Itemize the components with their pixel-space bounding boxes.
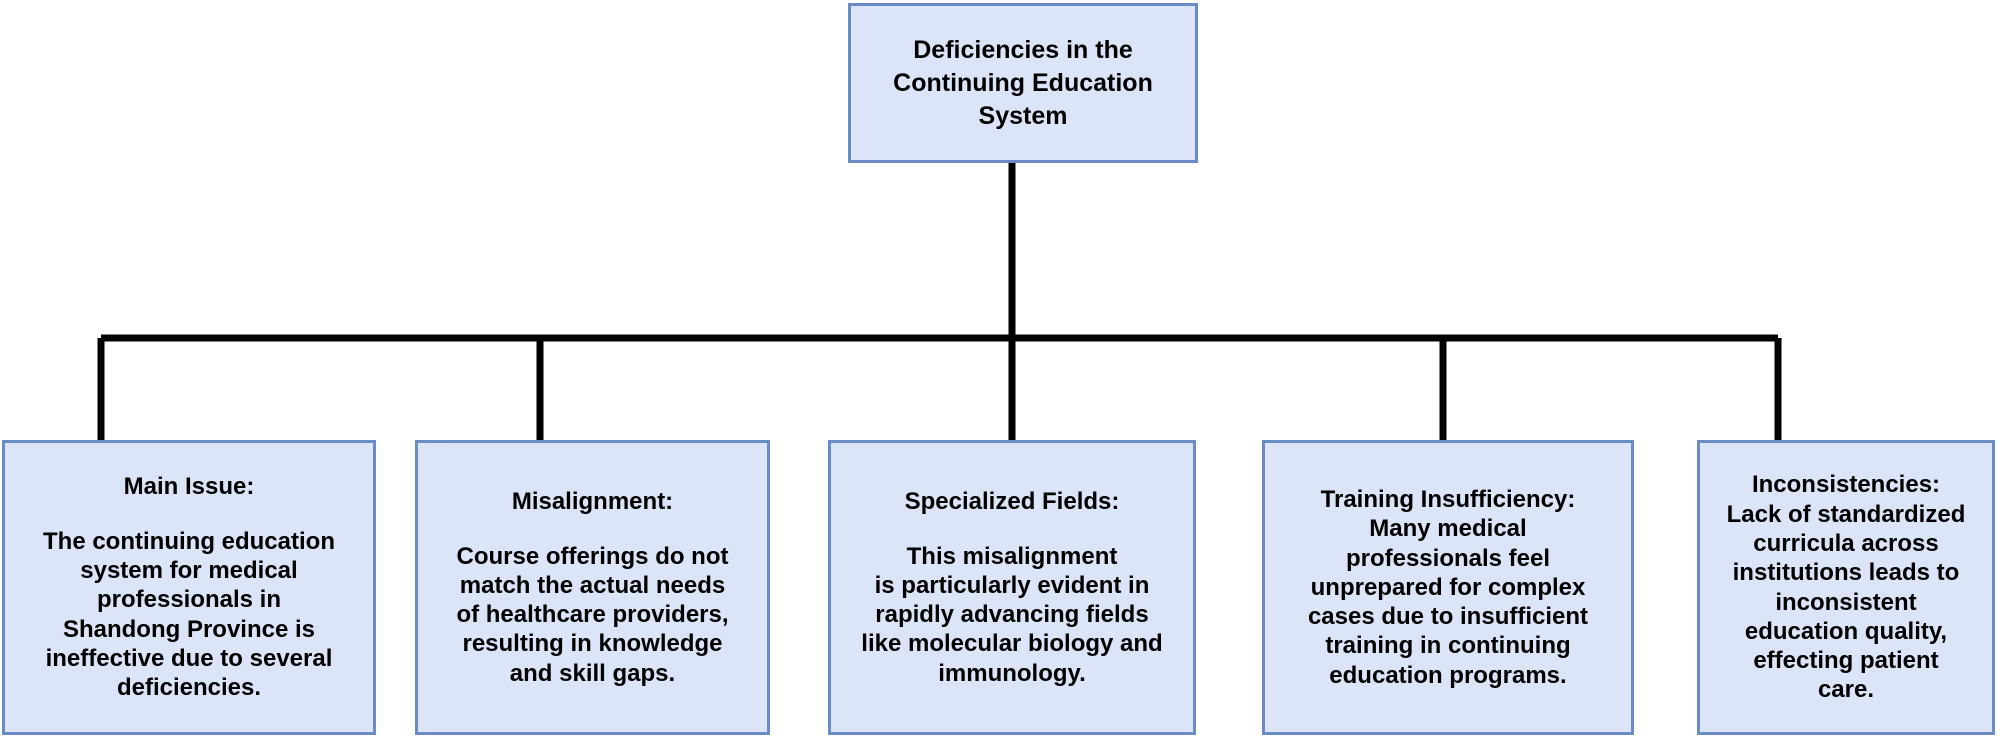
- node-main-issue[interactable]: Main Issue: The continuing education sys…: [2, 440, 376, 735]
- node-specialized-fields-title: Specialized Fields:: [904, 488, 1120, 516]
- node-root-title: Deficiencies in the Continuing Education…: [893, 35, 1153, 130]
- node-training-insufficiency[interactable]: Training Insufficiency: Many medical pro…: [1262, 440, 1634, 735]
- node-training-insufficiency-title: Training Insufficiency:: [1320, 486, 1576, 514]
- node-misalignment-body: Course offerings do not match the actual…: [456, 542, 729, 687]
- node-training-insufficiency-body: Many medical professionals feel unprepar…: [1307, 515, 1589, 689]
- node-main-issue-body: The continuing education system for medi…: [43, 527, 335, 702]
- node-misalignment-title: Misalignment:: [511, 488, 674, 516]
- node-specialized-fields[interactable]: Specialized Fields: This misalignment is…: [828, 440, 1196, 735]
- node-root[interactable]: Deficiencies in the Continuing Education…: [848, 3, 1198, 163]
- node-inconsistencies-title: Inconsistencies:: [1751, 471, 1941, 499]
- node-specialized-fields-body: This misalignment is particularly eviden…: [861, 542, 1163, 687]
- node-inconsistencies[interactable]: Inconsistencies: Lack of standardized cu…: [1697, 440, 1995, 735]
- node-main-issue-title: Main Issue:: [123, 473, 255, 501]
- node-inconsistencies-body: Lack of standardized curricula across in…: [1726, 500, 1966, 704]
- node-misalignment[interactable]: Misalignment: Course offerings do not ma…: [415, 440, 770, 735]
